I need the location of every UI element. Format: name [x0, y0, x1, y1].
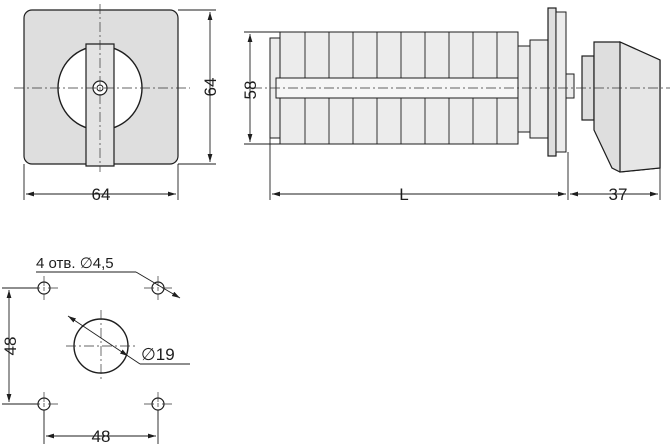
vertical-spacing-dim: 48 [1, 337, 20, 356]
front-height-dim: 64 [201, 78, 220, 97]
knob-depth-dim: 37 [609, 185, 628, 204]
front-view: 64 64 [14, 4, 220, 204]
panel-plate [555, 11, 567, 153]
mounting-block [529, 39, 549, 139]
knob-handle [85, 43, 115, 167]
side-view: 58 L 37 [241, 7, 670, 204]
front-width-dim: 64 [92, 185, 111, 204]
length-dim: L [399, 185, 408, 204]
panel-nut [565, 73, 575, 99]
mounting-view: 4 отв. ∅4,5 ∅19 48 48 [1, 255, 190, 445]
body-height-dim: 58 [241, 81, 260, 100]
center-hole-dim: ∅19 [141, 345, 175, 364]
horizontal-spacing-dim: 48 [92, 427, 111, 445]
holes-note: 4 отв. ∅4,5 [36, 255, 114, 272]
front-plate [547, 7, 557, 157]
right-stack [517, 45, 531, 133]
knob-side-front [619, 41, 661, 173]
